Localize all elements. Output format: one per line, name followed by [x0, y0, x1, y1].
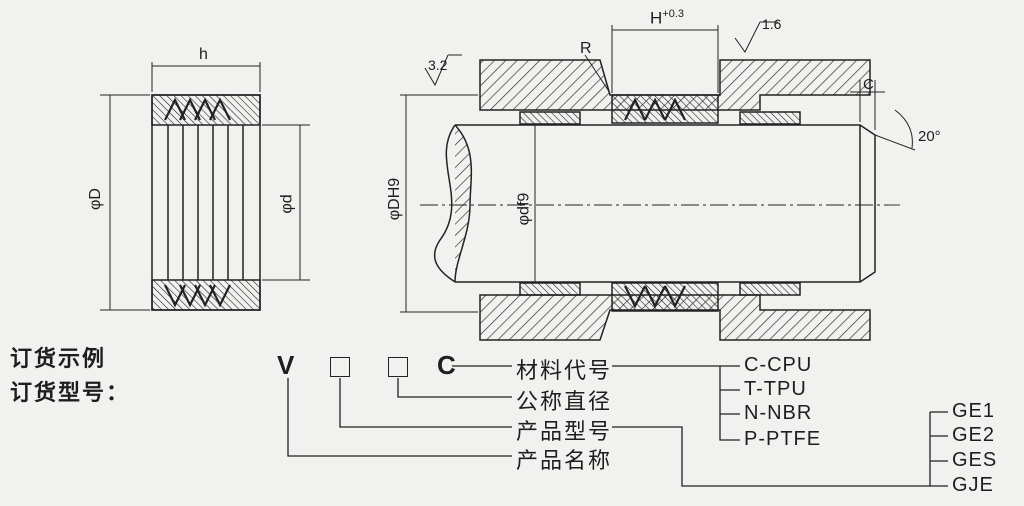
product-type-label: 产品型号 [516, 419, 613, 444]
type-item: GE2 [952, 424, 996, 446]
dim-C-label: C [863, 76, 874, 93]
material-item: P-PTFE [744, 428, 822, 450]
order-code-box-diameter [388, 357, 408, 377]
material-code-label: 材料代号 [516, 358, 613, 383]
dim-H-text: H [650, 8, 663, 28]
dim-phiD-label: φD [86, 188, 104, 210]
material-item: C-CPU [744, 354, 813, 376]
seal-ring-view [100, 62, 310, 311]
material-item: T-TPU [744, 378, 807, 400]
type-item: GES [952, 449, 998, 471]
dim-h-label: h [199, 46, 208, 63]
order-example-title: 订货示例 [10, 346, 107, 371]
order-code-box-type [330, 357, 350, 377]
dim-H-tolerance: +0.3 [662, 8, 684, 20]
order-leader-lines [287, 365, 948, 487]
product-name-label: 产品名称 [516, 448, 613, 473]
material-item: N-NBR [744, 402, 813, 424]
dim-H-label: H+0.3 [650, 8, 684, 29]
dim-phiDH9-label: φDH9 [386, 177, 404, 221]
type-item: GE1 [952, 400, 996, 422]
roughness-3-2-label: 3.2 [428, 57, 448, 73]
type-item: GJE [952, 474, 994, 496]
dim-phid-label: φd [278, 194, 296, 214]
installation-section [400, 21, 916, 341]
order-model-title: 订货型号： [10, 380, 131, 405]
order-code-c: C [437, 350, 456, 380]
dim-phidf9-label: φdf9 [515, 192, 533, 226]
roughness-1-6-label: 1.6 [762, 16, 782, 32]
nominal-diameter-label: 公称直径 [516, 389, 613, 414]
order-code-v: V [277, 350, 295, 380]
dim-R-label: R [580, 40, 592, 57]
angle-label: 20° [918, 128, 941, 145]
